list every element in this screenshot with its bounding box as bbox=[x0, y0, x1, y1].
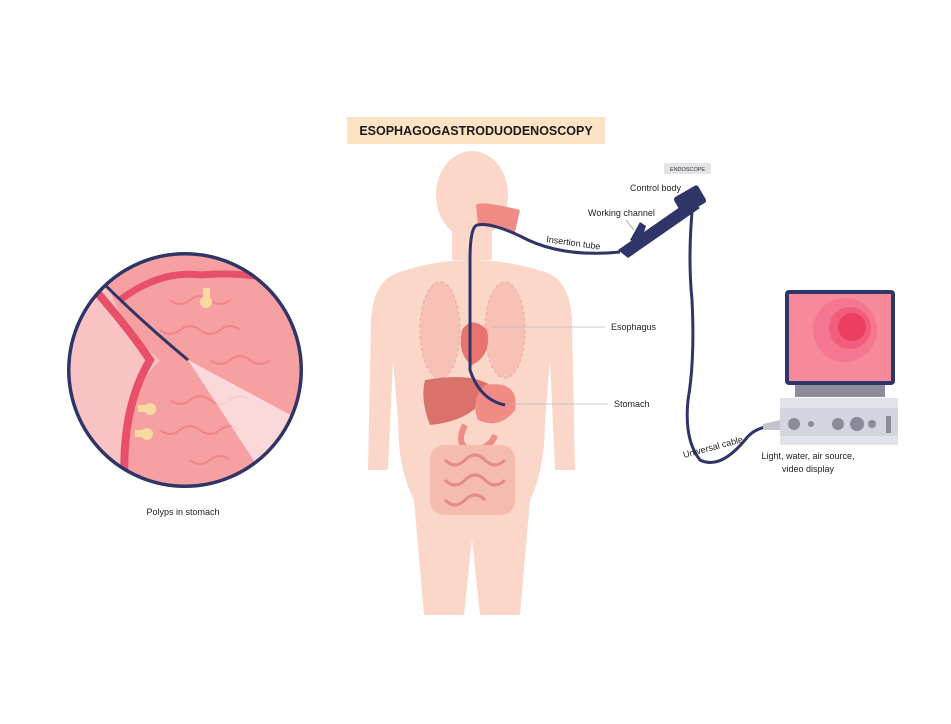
control-body-label: Control body bbox=[630, 183, 682, 193]
stomach-label: Stomach bbox=[614, 399, 650, 409]
device-label-line2: video display bbox=[782, 464, 835, 474]
video-processor: Light, water, air source, video display bbox=[761, 290, 898, 474]
title-box: ESOPHAGOGASTRODUODENOSCOPY bbox=[347, 117, 605, 144]
page-title: ESOPHAGOGASTRODUODENOSCOPY bbox=[359, 124, 593, 138]
polyps-zoom-circle: Polyps in stomach bbox=[67, 252, 303, 517]
working-channel-label: Working channel bbox=[588, 208, 655, 218]
esophagus-label: Esophagus bbox=[611, 322, 657, 332]
endoscope-label: ENDOSCOPE bbox=[670, 167, 705, 173]
polyps-label: Polyps in stomach bbox=[146, 507, 219, 517]
human-body: Esophagus Stomach bbox=[368, 151, 657, 615]
device-label-line1: Light, water, air source, bbox=[761, 451, 854, 461]
